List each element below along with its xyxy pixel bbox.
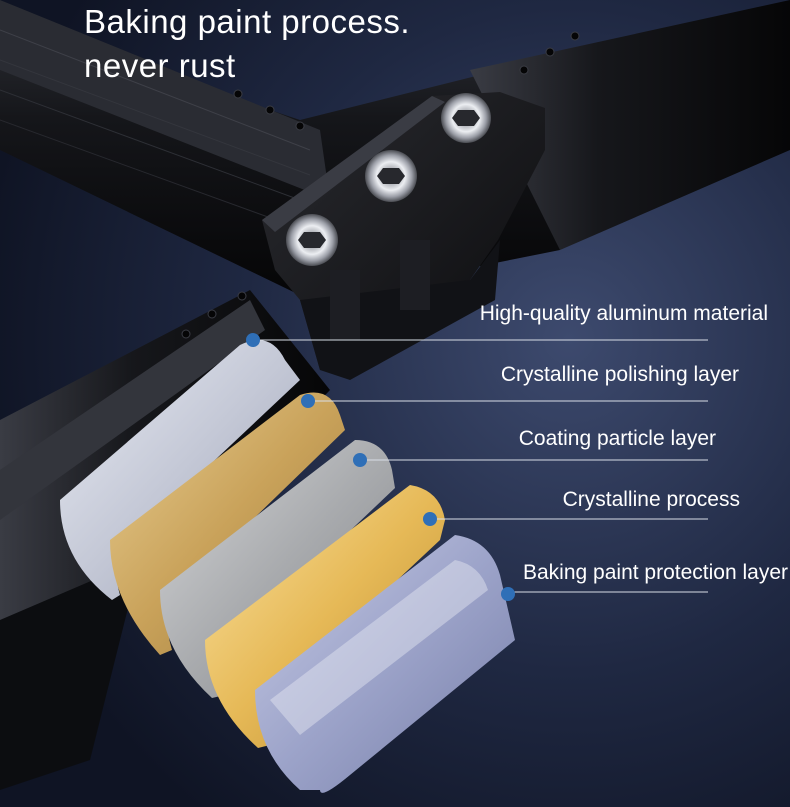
hex-bolts (286, 93, 491, 266)
label-aluminum-material: High-quality aluminum material (479, 302, 768, 325)
label-crystalline-polishing-layer: Crystalline polishing layer (500, 363, 739, 386)
label-coating-particle-layer: Coating particle layer (518, 427, 716, 450)
marker-dot (353, 453, 367, 467)
headline-line-1: Baking paint process. (84, 3, 411, 40)
marker-dot (501, 587, 515, 601)
screw-holes (181, 31, 580, 339)
shell-lavender (255, 535, 515, 793)
marker-dot (246, 333, 260, 347)
connector-bracket (262, 92, 545, 380)
headline: Baking paint process. never rust (84, 0, 410, 88)
callouts (246, 333, 708, 601)
marker-dot (301, 394, 315, 408)
label-baking-paint-protection-layer: Baking paint protection layer (523, 561, 788, 584)
label-crystalline-process: Crystalline process (562, 488, 740, 511)
marker-dot (423, 512, 437, 526)
layer-shells (60, 340, 515, 793)
headline-line-2: never rust (84, 47, 236, 84)
